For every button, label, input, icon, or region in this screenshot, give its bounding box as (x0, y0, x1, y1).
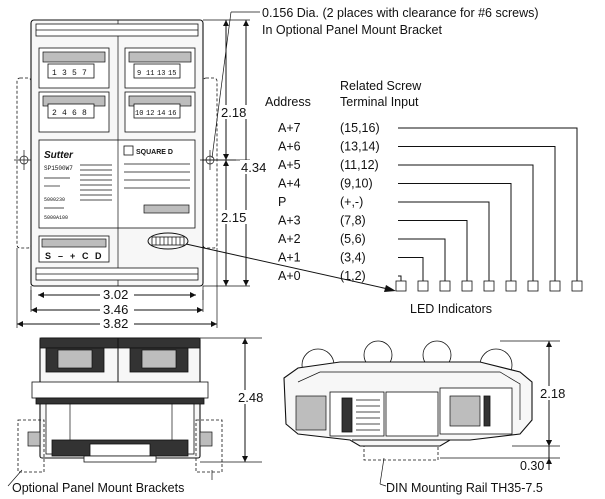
brand-sutter: Sutter (44, 150, 74, 161)
table-rows: A+7 (15,16) A+6 (13,14) A+5 (11,12) A+4 (9,10) P… (278, 121, 380, 283)
term-2: 2 (52, 109, 57, 118)
table-row-terminal: (+,-) (340, 195, 363, 209)
term-7: 7 (82, 69, 87, 78)
led-address-table: Related Screw Address Terminal Input A+7… (185, 79, 583, 316)
hole-note-line2: In Optional Panel Mount Bracket (262, 23, 442, 37)
dim-lower-height: 2.15 (221, 210, 246, 225)
table-row-address: A+6 (278, 140, 301, 154)
table-row-terminal: (5,6) (340, 232, 366, 246)
table-row-address: A+1 (278, 251, 301, 265)
table-row-address: A+7 (278, 121, 301, 135)
led-leader-line (398, 127, 578, 281)
dim-total-height: 4.34 (241, 160, 266, 175)
led-indicator-box (527, 280, 539, 292)
term-9: 9 (137, 70, 141, 78)
address-header: Address (265, 95, 311, 109)
table-row-address: A+2 (278, 232, 301, 246)
dim-upper-height: 2.18 (221, 105, 246, 120)
screw-header-line1: Related Screw (340, 79, 422, 93)
led-indicator-box (483, 280, 495, 292)
term-12: 12 (146, 110, 154, 118)
brackets-note: Optional Panel Mount Brackets (12, 481, 184, 495)
model-number: SP1500W7 (44, 165, 73, 172)
dim-width-mid: 3.46 (103, 302, 128, 317)
term-16: 16 (168, 110, 176, 118)
table-row-terminal: (11,12) (340, 158, 379, 172)
led-indicator-box (505, 280, 517, 292)
led-leader-line (398, 238, 446, 281)
brand-square-d: SQUARE D (136, 149, 173, 156)
led-indicator-box (439, 280, 451, 292)
led-indicator-box (461, 280, 473, 292)
micro-text-2: 5000A100 (44, 215, 68, 221)
square-d-logo-icon (123, 145, 134, 156)
table-row-address: P (278, 195, 286, 209)
term-15: 15 (168, 70, 176, 78)
table-row-address: A+3 (278, 214, 301, 228)
front-view: 1 3 5 7 2 4 6 8 9 11 13 15 10 12 14 16 S… (14, 19, 270, 331)
led-leader-line (398, 220, 468, 281)
led-indicator-box (417, 280, 429, 292)
table-row-terminal: (7,8) (340, 214, 366, 228)
table-row-terminal: (15,16) (340, 121, 380, 135)
dim-side-height: 2.48 (238, 390, 263, 405)
led-leader-line (398, 164, 534, 281)
side-view: 2.48 Optional Panel Mount Brackets (7, 337, 269, 495)
dim-width-overall: 3.82 (103, 316, 128, 331)
term-13: 13 (157, 70, 165, 78)
din-rail-note: DIN Mounting Rail TH35-7.5 (386, 481, 543, 495)
led-leader-line (398, 257, 424, 281)
led-leader-line (398, 146, 556, 281)
led-indicator-box (571, 280, 583, 292)
led-indicators (395, 280, 583, 292)
screw-header-line2: Terminal Input (340, 95, 419, 109)
dim-depth-height: 2.18 (540, 386, 565, 401)
micro-text-1: 5000230 (44, 197, 65, 203)
term-3: 3 (62, 69, 67, 78)
term-4: 4 (62, 109, 67, 118)
led-indicator-box (395, 280, 407, 292)
hole-note-line1: 0.156 Dia. (2 places with clearance for … (262, 6, 539, 20)
power-term-c: C (82, 251, 89, 261)
left-bracket (16, 77, 32, 249)
arrow-head-icon (384, 285, 396, 292)
power-term-plus: + (70, 251, 75, 261)
table-row-terminal: (13,14) (340, 140, 380, 154)
term-8: 8 (82, 109, 87, 118)
led-leader-line (398, 201, 490, 281)
table-row-address: A+5 (278, 158, 301, 172)
term-6: 6 (72, 109, 77, 118)
term-5: 5 (72, 69, 77, 78)
led-indicator-box (549, 280, 561, 292)
power-term-s: S (45, 251, 51, 261)
table-row-address: A+4 (278, 177, 301, 191)
dim-rail-offset: 0.30 (520, 459, 544, 473)
term-11: 11 (146, 70, 154, 78)
term-14: 14 (157, 110, 165, 118)
table-row-terminal: (3,4) (340, 251, 366, 265)
led-leader-lines (398, 127, 578, 281)
power-term-minus: – (58, 251, 63, 261)
led-leader-line (398, 275, 402, 281)
led-leader-line (398, 183, 512, 281)
led-indicators-label: LED Indicators (410, 302, 492, 316)
led-strip-highlight (147, 232, 189, 250)
end-view: 2.18 0.30 DIN Mounting Rail TH35-7.5 (283, 340, 570, 495)
power-term-d: D (95, 251, 102, 261)
table-row-address: A+0 (278, 269, 301, 283)
dim-width-body: 3.02 (103, 287, 128, 302)
table-row-terminal: (9,10) (340, 177, 373, 191)
term-1: 1 (52, 69, 57, 78)
term-10: 10 (135, 110, 143, 118)
